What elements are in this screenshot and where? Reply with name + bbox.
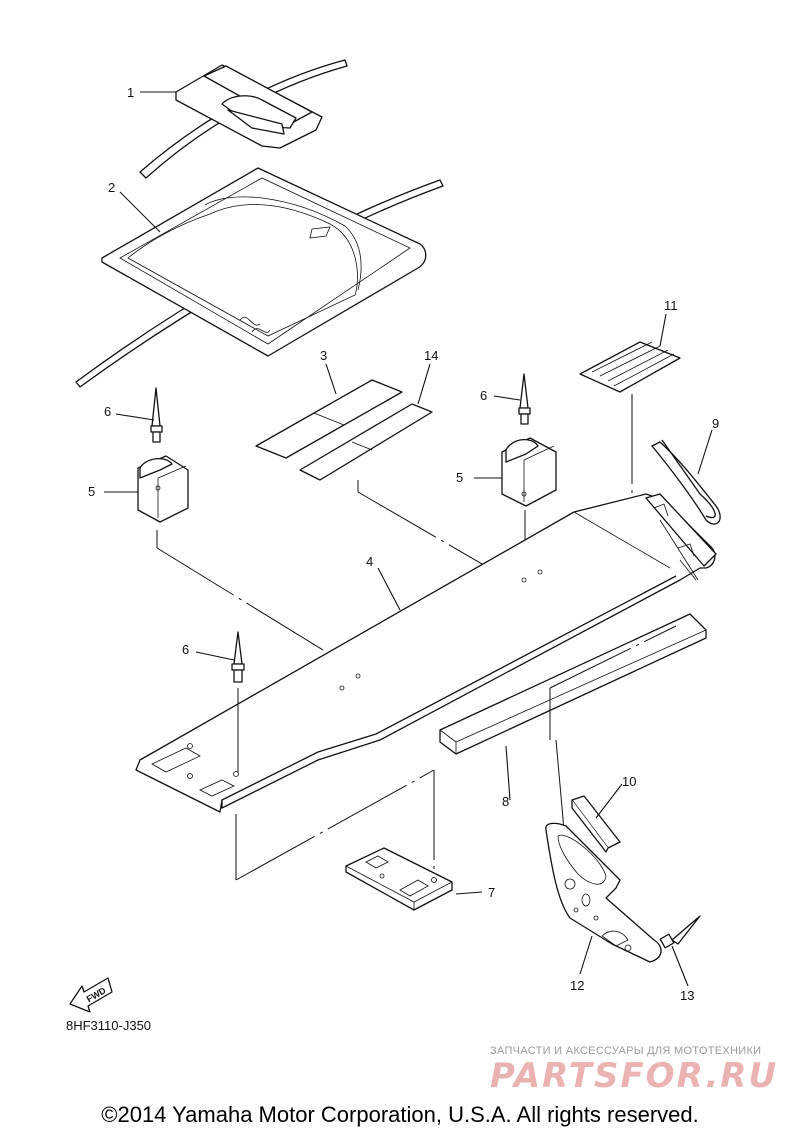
part-5-clip-left [137,455,189,523]
part-11-grip-pad [579,341,681,393]
part-6-pin-right [518,373,531,425]
part-10-block [571,795,621,853]
callout-3: 3 [320,348,327,363]
callout-14: 14 [424,348,438,363]
part-2-seat-pad [75,167,444,388]
callout-4: 4 [366,554,373,569]
callout-5-right: 5 [456,470,463,485]
callout-6-left: 6 [104,404,111,419]
part-9-band [651,439,721,525]
part-6-pin-center [231,631,245,683]
callout-13: 13 [680,988,694,1003]
callout-8: 8 [502,794,509,809]
part-13-pin [659,915,701,949]
watermark-tagline: ЗАПЧАСТИ И АКСЕССУАРЫ ДЛЯ МОТОТЕХНИКИ [490,1045,762,1057]
callout-2: 2 [108,180,115,195]
callout-10: 10 [622,774,636,789]
part-4-tray [135,493,717,813]
copyright-text: ©2014 Yamaha Motor Corporation, U.S.A. A… [101,1102,699,1127]
callout-7: 7 [488,885,495,900]
callout-9: 9 [712,416,719,431]
watermark-logo: PARTSFOR.RU [490,1056,779,1096]
callout-5-left: 5 [88,484,95,499]
leader-lines [104,91,713,987]
callout-1: 1 [127,85,134,100]
part-14-sticker [299,403,433,481]
part-6-pin-left [150,387,163,443]
callout-6-center: 6 [182,642,189,657]
callout-12: 12 [570,978,584,993]
part-7-base-plate [345,847,453,911]
fwd-arrow-icon: FWD [69,977,113,1013]
part-1-pad [139,59,348,179]
callout-6-right: 6 [480,388,487,403]
part-8-long-pad [439,613,707,755]
part-12-bracket [545,822,662,963]
part-3-sticker [255,379,403,459]
part-5-clip-right [501,437,557,507]
diagram-code: 8HF3110-J350 [66,1018,152,1033]
callout-11: 11 [664,298,678,313]
